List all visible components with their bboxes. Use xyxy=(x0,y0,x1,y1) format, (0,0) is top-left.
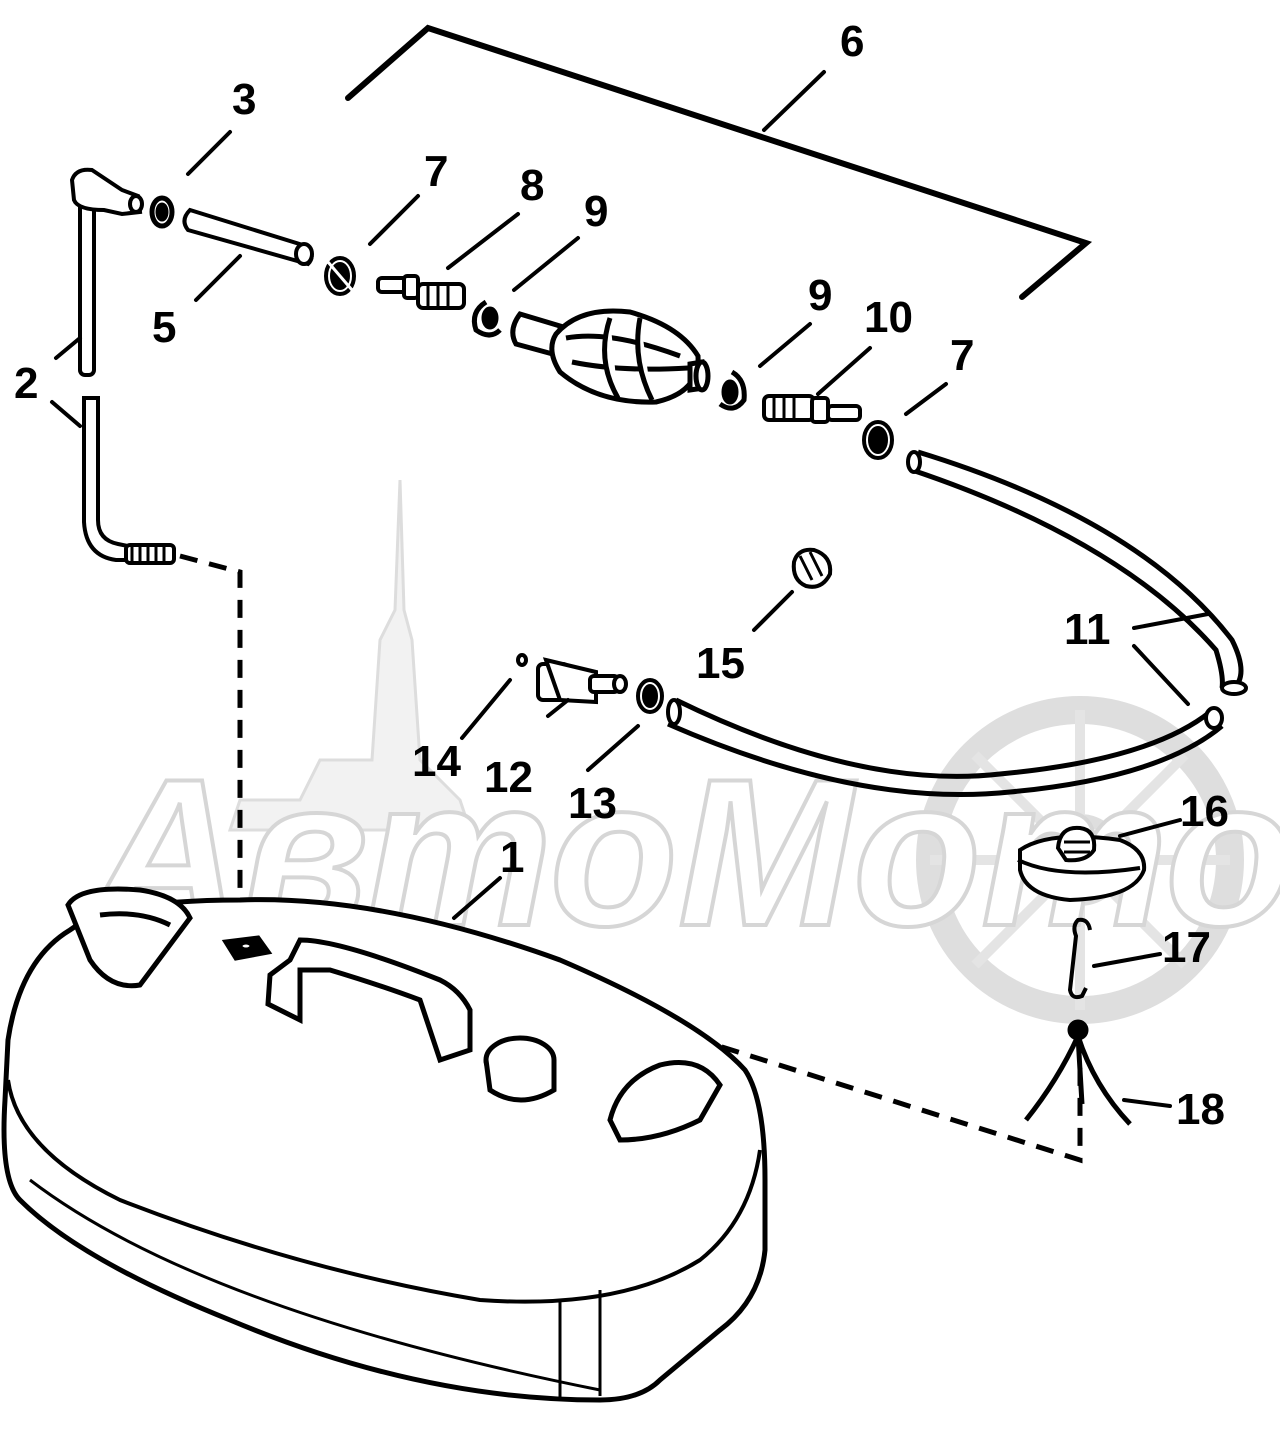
connector-12 xyxy=(516,653,628,705)
callout-3: 3 xyxy=(232,75,256,124)
hook-17 xyxy=(1067,917,1092,1000)
clamp-7-left xyxy=(324,256,356,296)
callout-2: 2 xyxy=(14,359,38,408)
bracket-6 xyxy=(345,24,1093,300)
callout-7-right: 7 xyxy=(950,331,974,380)
clamp-7-right xyxy=(862,420,894,460)
callout-12: 12 xyxy=(484,753,533,802)
callout-16: 16 xyxy=(1180,787,1229,836)
fitting-8 xyxy=(376,274,466,310)
clamp-9-left xyxy=(471,299,502,338)
callout-1: 1 xyxy=(500,833,524,882)
leader-lines xyxy=(50,70,1210,1108)
callout-14: 14 xyxy=(412,737,461,786)
callout-7-left: 7 xyxy=(424,147,448,196)
callout-5: 5 xyxy=(152,303,176,352)
pickup-tube-upper xyxy=(69,167,144,377)
clamp-9-right xyxy=(718,369,747,411)
pickup-foot-18 xyxy=(1024,1019,1132,1126)
hose-5 xyxy=(182,207,314,267)
fitting-10 xyxy=(762,394,862,424)
callout-9-left: 9 xyxy=(584,187,608,236)
callout-6: 6 xyxy=(840,17,864,66)
filler-cap-16 xyxy=(1017,825,1147,903)
callout-13: 13 xyxy=(568,779,617,828)
callout-17: 17 xyxy=(1162,923,1211,972)
pickup-tube-lower xyxy=(82,396,176,565)
callout-15: 15 xyxy=(696,639,745,688)
callout-labels: 6 3 7 8 9 5 2 9 10 7 15 11 14 12 13 16 1… xyxy=(14,17,1229,1134)
cap-15 xyxy=(791,547,833,589)
callout-11: 11 xyxy=(1064,605,1111,654)
callout-8: 8 xyxy=(520,161,544,210)
callout-10: 10 xyxy=(864,293,913,342)
fuel-tank-1 xyxy=(1,886,768,1403)
callout-9-right: 9 xyxy=(808,271,832,320)
clamp-13 xyxy=(636,678,664,714)
clamp-3 xyxy=(149,195,175,229)
callout-18: 18 xyxy=(1176,1085,1225,1134)
fuel-hose-11 xyxy=(666,449,1248,798)
primer-bulb xyxy=(510,308,711,405)
